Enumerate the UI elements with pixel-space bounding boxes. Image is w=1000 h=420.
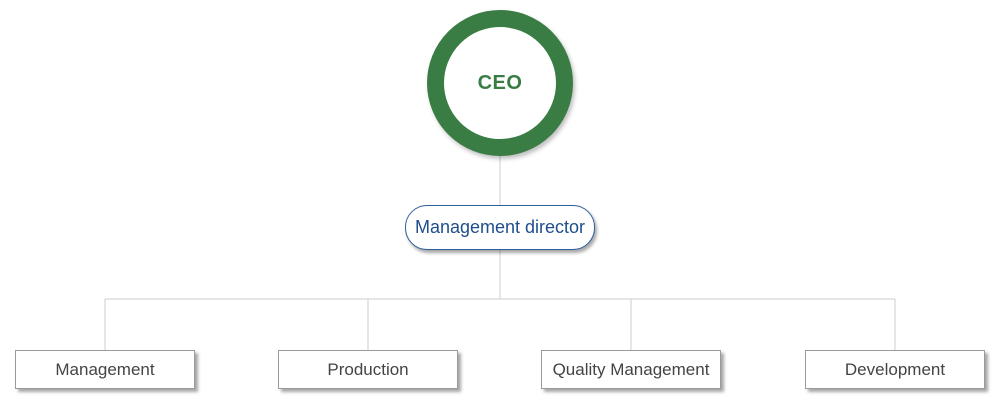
department-label: Quality Management [552,359,710,379]
department-label: Production [327,359,409,379]
department-label: Development [844,359,946,379]
ceo-label: CEO [477,71,523,94]
department-node-development: Development [805,350,985,389]
department-node-quality-management: Quality Management [541,350,721,389]
department-label: Management [55,359,155,379]
management-director-node: Management director [405,205,595,250]
management-director-label: Management director [414,217,586,237]
department-node-production: Production [278,350,458,389]
department-node-management: Management [15,350,195,389]
ceo-node: CEO [427,10,573,156]
